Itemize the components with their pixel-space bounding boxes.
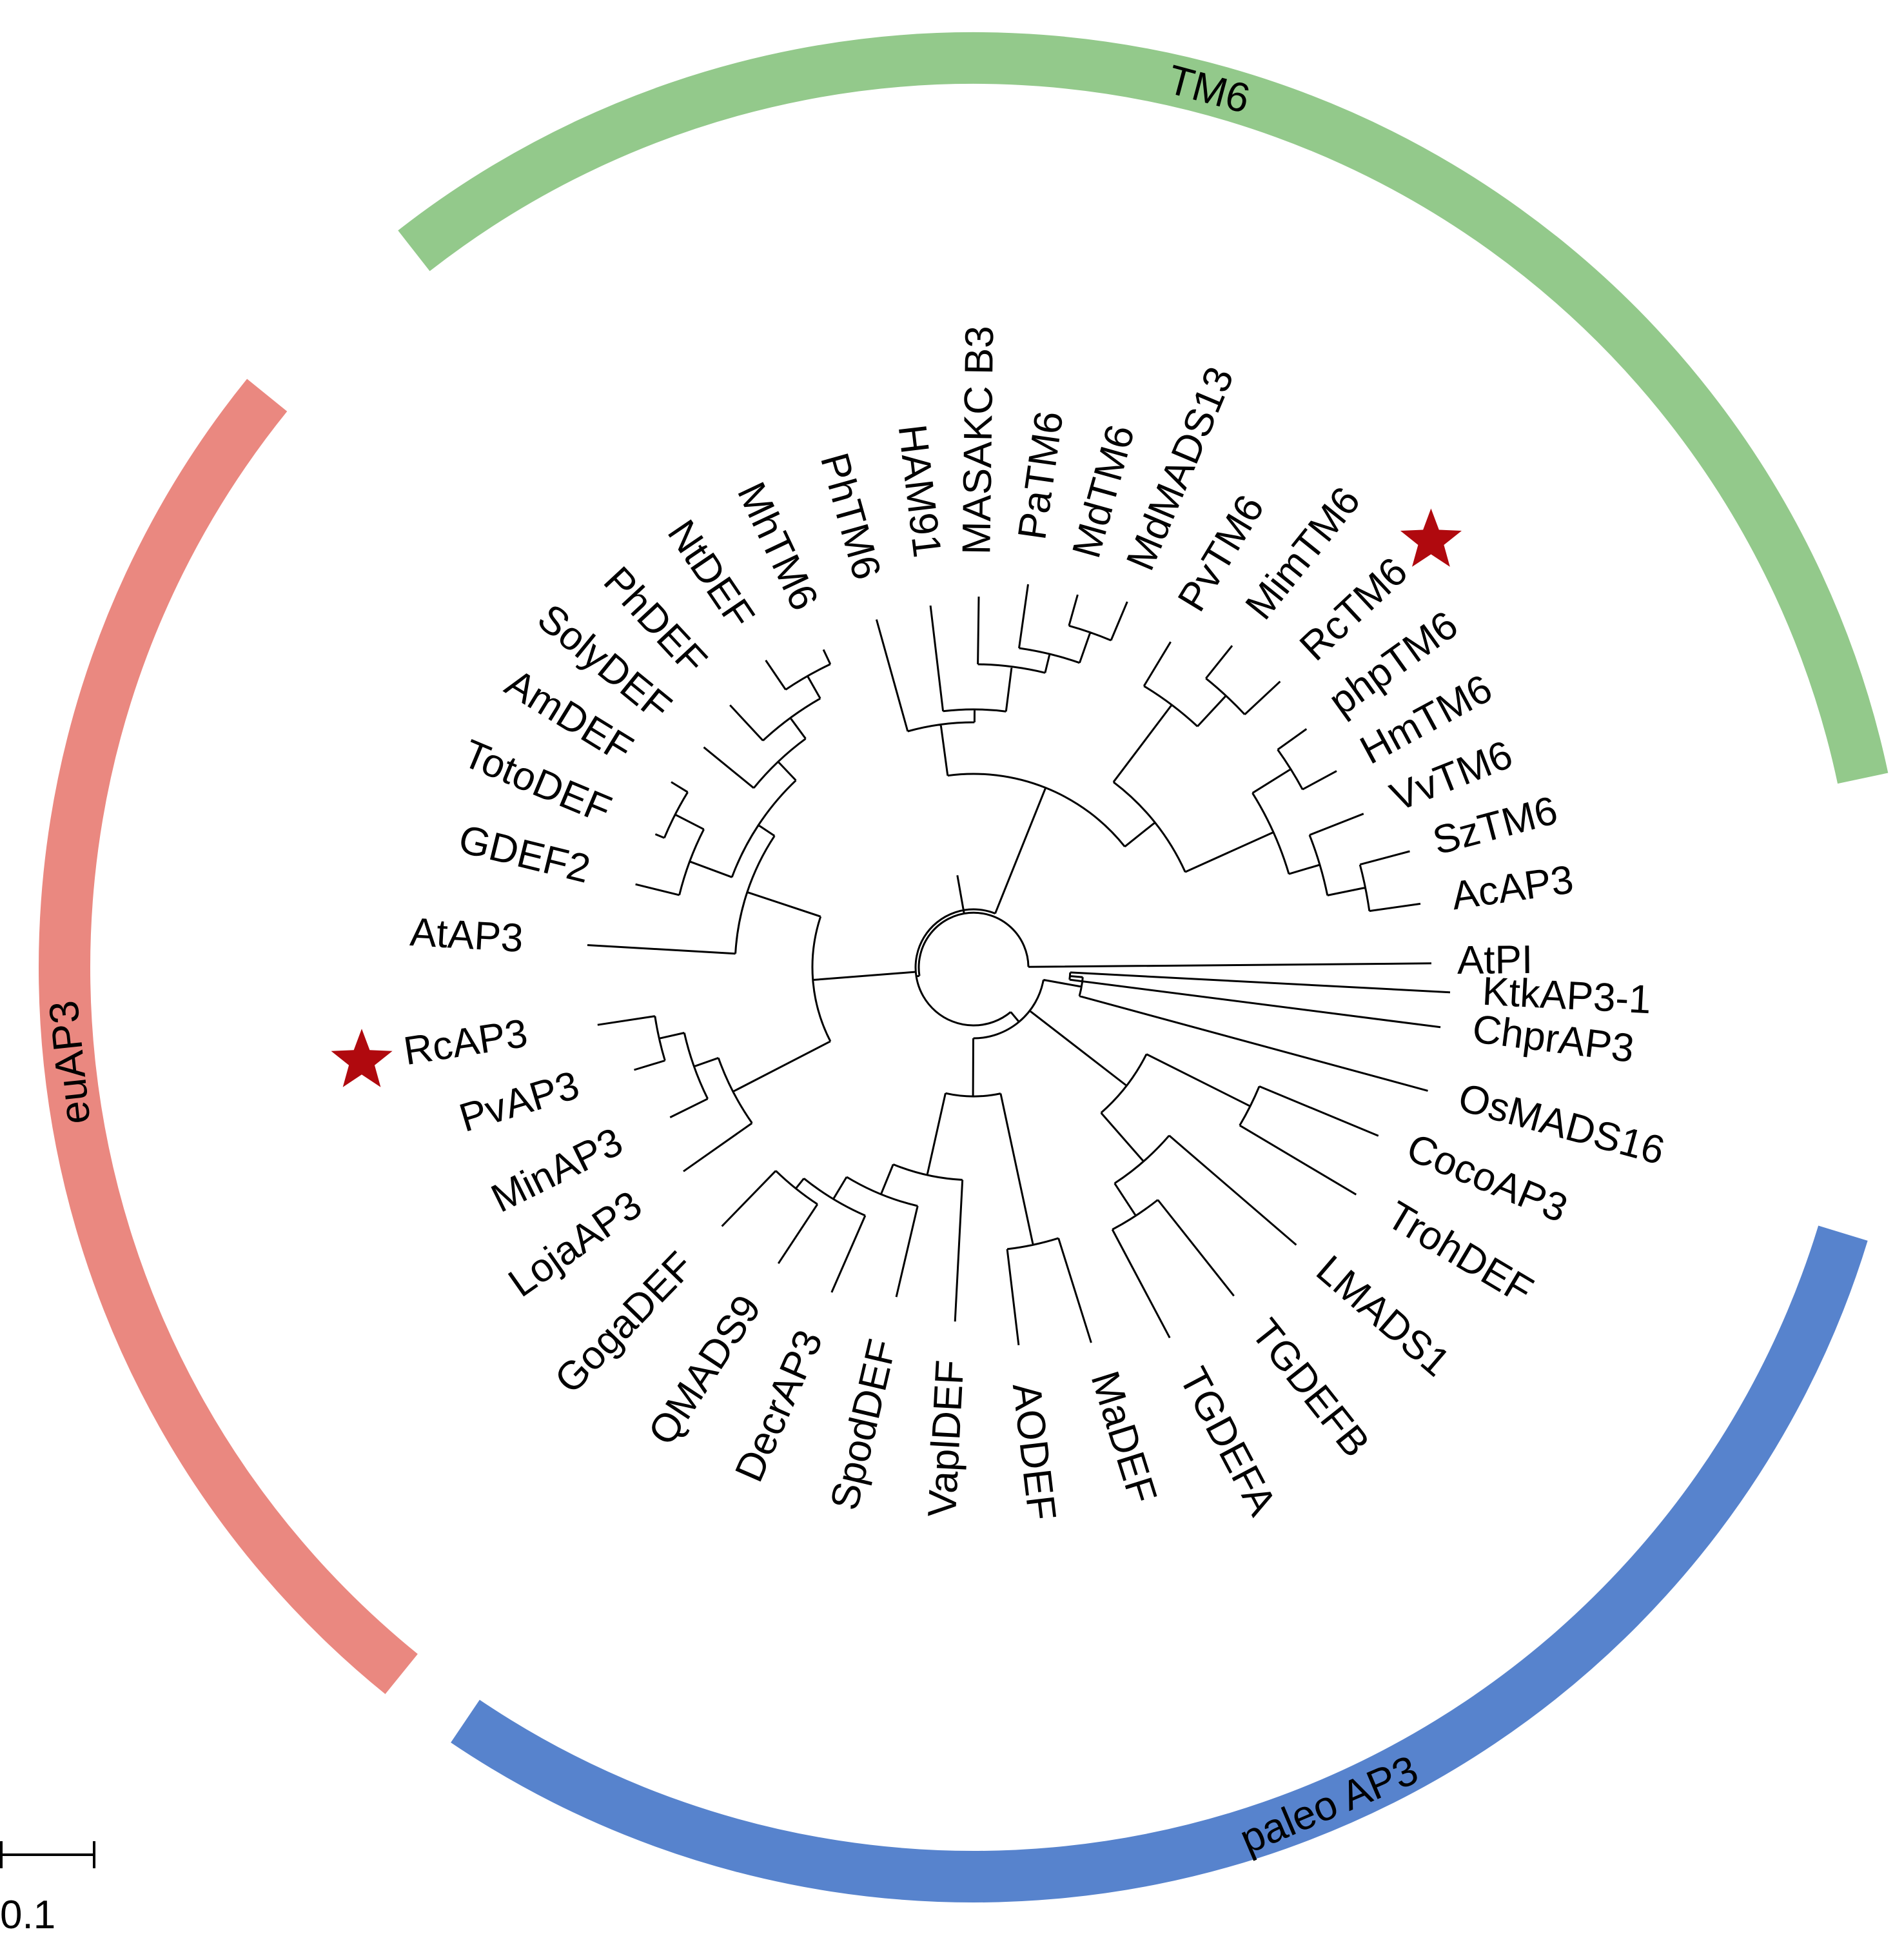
star-marker-icon [1400, 508, 1462, 567]
leaf-label: SpodDEF [822, 1335, 905, 1514]
clade-label-tm6: TM6 [1163, 56, 1255, 123]
scale-bar-label: 0.1 [0, 1893, 55, 1936]
leaf-label: AODEF [1004, 1381, 1065, 1523]
clade-band-paleo [451, 1225, 1868, 1902]
clade-band-euap3 [39, 379, 418, 1694]
leaf-label: PhTM6 [812, 448, 889, 584]
leaf-label: TGDEFB [1242, 1310, 1378, 1465]
leaf-label: LMADS1 [1308, 1247, 1458, 1385]
leaf-label: TGDEFA [1170, 1360, 1284, 1523]
clade-band-tm6 [398, 32, 1889, 784]
star-marker-icon [331, 1029, 393, 1087]
tree-branches [587, 584, 1451, 1345]
leaf-label: RcAP3 [401, 1011, 531, 1074]
leaf-label: MASAKC B3 [954, 326, 1002, 555]
leaf-labels: AtPIAcAP3SzTM6VvTM6HmTM6phpTM6RcTM6MimTM… [331, 326, 1669, 1523]
leaf-label: AcAP3 [1449, 857, 1576, 918]
leaf-label: AtAP3 [409, 910, 524, 961]
branch-lines [587, 584, 1451, 1345]
leaf-label: HAM91 [890, 422, 950, 560]
leaf-label: VaplDEF [920, 1359, 973, 1518]
leaf-label: PaTM6 [1010, 408, 1072, 542]
leaf-label: KtkAP3-1 [1481, 969, 1652, 1023]
scale-bar: 0.1 [0, 1841, 95, 1936]
leaf-label: PvAP3 [455, 1063, 584, 1141]
leaf-label: GDEF2 [455, 816, 594, 891]
leaf-label: MaDEF [1082, 1366, 1165, 1508]
leaf-label: AtPI [1457, 938, 1533, 983]
